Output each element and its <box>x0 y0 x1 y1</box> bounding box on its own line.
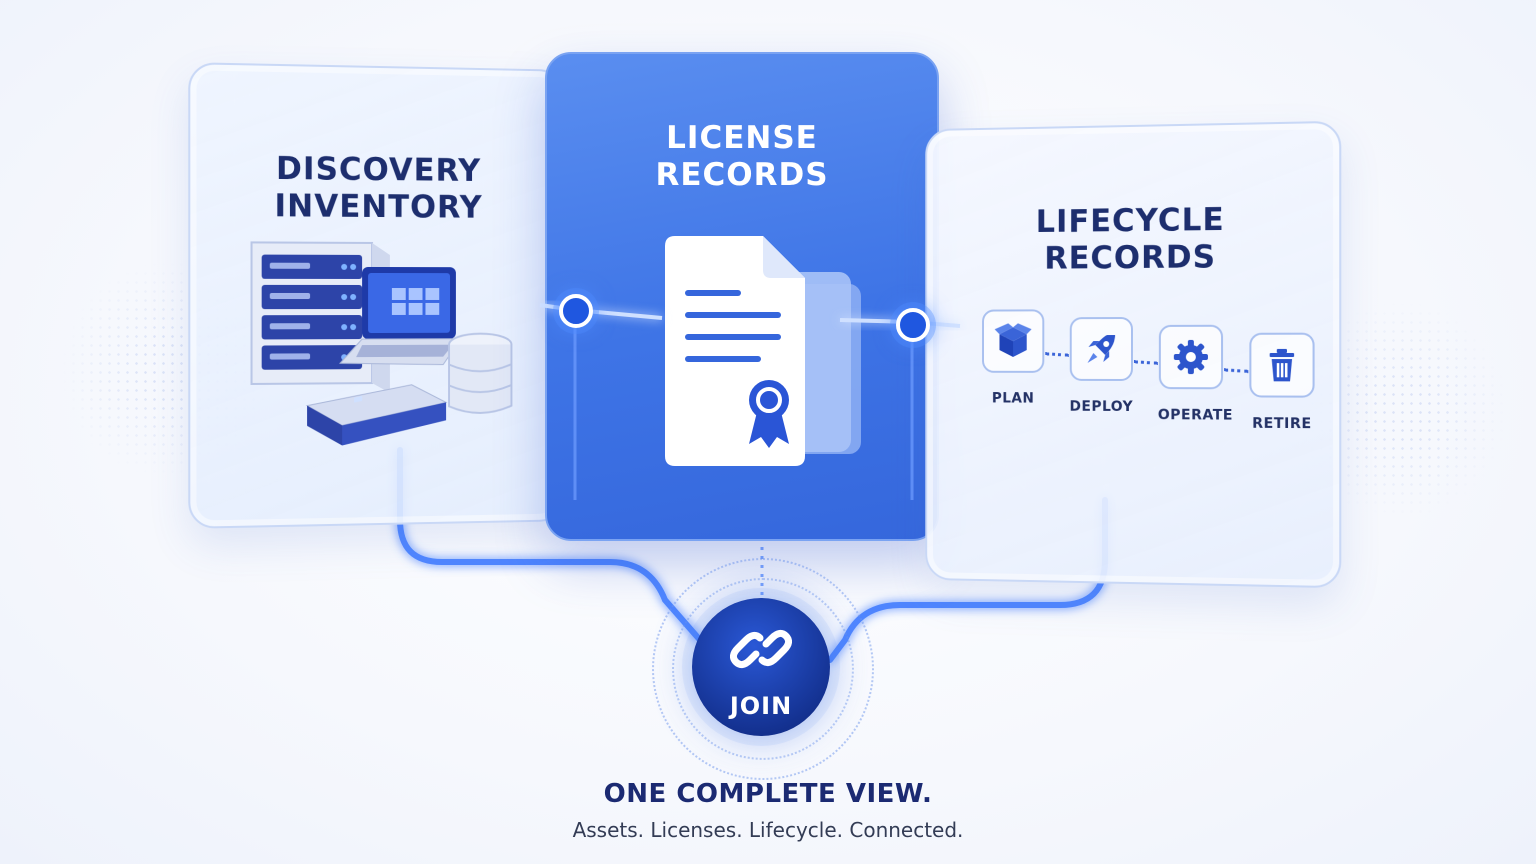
connector-node-right <box>896 308 930 342</box>
lifecycle-step-plan: PLAN <box>981 309 1045 407</box>
discovery-title-line1: DISCOVERY <box>276 150 482 189</box>
step-connector <box>1133 360 1158 365</box>
join-node: JOIN <box>692 598 830 736</box>
lifecycle-step-operate: OPERATE <box>1157 324 1234 424</box>
subline: Assets. Licenses. Lifecycle. Connected. <box>572 818 964 842</box>
deploy-icon-box <box>1069 316 1133 382</box>
join-outer-ring <box>652 558 874 780</box>
step-label-operate: OPERATE <box>1157 407 1234 424</box>
discovery-inventory-panel: DISCOVERY INVENTORY <box>188 62 565 529</box>
lifecycle-step-deploy: DEPLOY <box>1069 316 1134 416</box>
laptop-icon <box>340 266 461 365</box>
tagline: ONE COMPLETE VIEW. <box>603 779 933 809</box>
discovery-title-line2: INVENTORY <box>274 188 483 226</box>
step-connector <box>1045 352 1069 357</box>
license-records-title: LICENSE RECORDS <box>547 120 937 194</box>
discovery-inventory-title: DISCOVERY INVENTORY <box>190 150 562 228</box>
link-chain-icon <box>730 629 792 669</box>
connector-node-left <box>559 294 593 328</box>
license-records-panel: LICENSE RECORDS <box>545 52 939 541</box>
rocket-icon <box>1087 335 1116 363</box>
join-inner-ring <box>672 578 854 760</box>
step-label-retire: RETIRE <box>1252 415 1312 433</box>
license-title-line2: RECORDS <box>655 157 829 194</box>
database-icon <box>449 334 511 414</box>
step-connector <box>1223 368 1249 374</box>
hardware-illustration <box>221 232 548 446</box>
box-icon <box>994 323 1032 357</box>
join-label: JOIN <box>729 692 793 720</box>
license-document-icon <box>665 236 861 466</box>
license-title-line1: LICENSE <box>666 120 818 156</box>
step-label-deploy: DEPLOY <box>1069 398 1134 416</box>
connector-discovery-to-join <box>397 447 703 643</box>
operate-icon-box <box>1158 324 1224 390</box>
retire-icon-box <box>1249 332 1315 398</box>
lifecycle-title-line2: RECORDS <box>1044 239 1217 277</box>
certificate-seal-icon <box>749 380 789 448</box>
network-switch-icon <box>307 384 446 446</box>
lifecycle-title-line1: LIFECYCLE <box>1035 201 1225 240</box>
step-label-plan: PLAN <box>991 390 1035 407</box>
lifecycle-records-title: LIFECYCLE RECORDS <box>927 200 1339 279</box>
lifecycle-steps: PLAN DEPLOY <box>981 308 1320 511</box>
trash-icon <box>1269 348 1295 382</box>
lifecycle-records-panel: LIFECYCLE RECORDS PLAN <box>925 120 1342 589</box>
plan-icon-box <box>982 309 1045 373</box>
lifecycle-step-retire: RETIRE <box>1248 332 1315 433</box>
gear-icon <box>1173 339 1208 375</box>
